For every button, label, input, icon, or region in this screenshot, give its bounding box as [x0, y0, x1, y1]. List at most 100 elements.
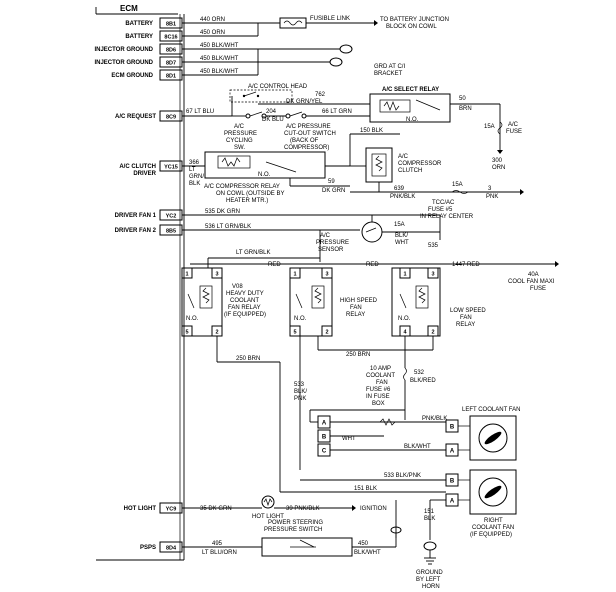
- to-battery-label-2: BLOCK ON COWL: [386, 24, 437, 30]
- terminal: 5: [185, 330, 188, 336]
- ac-pressure-sensor: A/C PRESSURE SENSOR 15A BLK/ WHT 535: [316, 215, 441, 253]
- ecm-pin: 8D1: [166, 74, 176, 80]
- circuit-name: HOT LIGHT: [124, 506, 157, 512]
- high-label-1: HIGH SPEED: [340, 298, 378, 304]
- terminal: C: [322, 449, 327, 455]
- wire-39: 39 PNK/BLK: [286, 506, 320, 512]
- fusible-link-group: FUSIBLE LINK TO BATTERY JUNCTION BLOCK O…: [279, 16, 449, 30]
- ecm-row-injector-ground-2: INJECTOR GROUND 8D7 450 BLK/WHT: [94, 56, 258, 68]
- cutout-label-4: COMPRESSOR): [284, 145, 329, 151]
- circuit-name: BATTERY: [125, 34, 153, 40]
- fuse10-label-2: COOLANT: [366, 373, 395, 379]
- wire-label: 450 BLK/WHT: [200, 43, 239, 49]
- fan-icon: [478, 477, 508, 507]
- ecm-block: ECM: [95, 4, 185, 561]
- circuit-name: INJECTOR GROUND: [94, 60, 153, 66]
- wire-brn: BRN: [459, 106, 472, 112]
- cycling-label-1: A/C: [234, 124, 245, 130]
- wire-533: 533: [294, 382, 305, 388]
- ground-eyelet: [423, 541, 437, 551]
- tcc-label-1: TCC/AC: [432, 200, 455, 206]
- terminal: A: [450, 499, 455, 505]
- ecm-row-driver-fan-1: DRIVER FAN 1 YC2 535 DK GRN: [115, 209, 440, 221]
- ecm-pin: YC2: [166, 214, 177, 220]
- conn-pnkblk: PNK/BLK: [422, 416, 447, 422]
- sensor-label-2: PRESSURE: [316, 240, 349, 246]
- power-steering-pressure-switch: POWER STEERING PRESSURE SWITCH 450 BLK/W…: [261, 500, 402, 557]
- terminal: 5: [293, 330, 296, 336]
- right-fan-label-1: RIGHT: [484, 518, 503, 524]
- wire-3: 3: [488, 186, 492, 192]
- terminal: 4: [403, 330, 407, 336]
- wire-533b: 533 BLK/PNK: [384, 473, 421, 479]
- wire-label: LT BLU/ORN: [202, 550, 237, 556]
- ecm-pin: 8D7: [166, 61, 176, 67]
- ground-eyelets: GRD AT C/I BRACKET: [258, 44, 405, 77]
- terminal: 3: [325, 272, 328, 278]
- ac-select-relay: A/C SELECT RELAY N.O. 50 BRN 15A A/C FUS…: [369, 87, 522, 171]
- wire-pnkblk: PNK/BLK: [390, 194, 415, 200]
- comp-relay-label-2: ON COWL (OUTSIDE BY: [216, 191, 284, 197]
- low-label-2: FAN: [460, 315, 472, 321]
- conn-wht: WHT: [342, 436, 356, 442]
- cutout-label-1: A/C PRESSURE: [286, 124, 331, 130]
- terminal: 1: [293, 272, 296, 278]
- circuit-name: ECM GROUND: [111, 73, 153, 79]
- ground-left-horn: 151 BLK GROUND BY LEFT HORN: [416, 509, 443, 590]
- wire-label: 450 ORN: [200, 30, 225, 36]
- wire-pnk: PNK: [486, 194, 498, 200]
- clutch-label-1: A/C: [398, 154, 409, 160]
- wire-label: 535 DK GRN: [205, 209, 240, 215]
- comp-relay-label-3: HEATER MTR.): [226, 198, 268, 204]
- fuse10-label-5: IN FUSE: [366, 394, 390, 400]
- wire-red-2: RED: [366, 262, 379, 268]
- right-fan-label-3: (IF EQUIPPED): [470, 532, 512, 538]
- gnd-151: 151: [424, 509, 435, 515]
- fuse10-label-4: FUSE #6: [366, 387, 391, 393]
- wire-450: 450: [358, 541, 369, 547]
- circuit-name: BATTERY: [125, 21, 153, 27]
- cycling-label-3: CYCLING: [226, 138, 253, 144]
- low-speed-fan-relay: 1 3 4 2 N.O. LOW SPEED FAN RELAY: [391, 267, 486, 368]
- wire-dkblu: DK BLU: [262, 117, 284, 123]
- relay-output-wiring: 250 BRN 250 BRN 533 BLK/ PNK 10 AMP COOL…: [217, 349, 436, 420]
- hot-light-circuit: HOT LIGHT 39 PNK/BLK IGNITION: [252, 495, 387, 520]
- ecm-pin: 8D6: [166, 48, 176, 54]
- wire-label: GRN/: [189, 174, 204, 180]
- cutout-label-2: CUT-OUT SWITCH: [284, 131, 336, 137]
- wire-450b: BLK/WHT: [354, 550, 381, 556]
- v08-label-2: HEAVY DUTY: [226, 291, 264, 297]
- v08-no: N.O.: [186, 316, 199, 322]
- tcc-label-2: FUSE #5: [428, 207, 453, 213]
- fuse10-label-3: FAN: [376, 380, 388, 386]
- sensor-label-3: SENSOR: [318, 247, 344, 253]
- ac-fuse-label-2: FUSE: [506, 129, 522, 135]
- grd-label-1: GRD AT C/I: [374, 64, 405, 70]
- ecm-pin: 8B1: [166, 22, 176, 28]
- fan-icon: [478, 423, 508, 453]
- wire-lt-grn-blk: LT GRN/BLK: [236, 250, 270, 256]
- sensor-wire-2: WHT: [395, 240, 409, 246]
- ecm-pin: YC9: [166, 507, 177, 513]
- psps-label-1: POWER STEERING: [268, 520, 323, 526]
- right-coolant-fan: RIGHT COOLANT FAN (IF EQUIPPED): [458, 469, 517, 538]
- low-label-3: RELAY: [456, 322, 475, 328]
- ac-control-circuit: A/C CONTROL HEAD 762 DK GRN/YEL 204 DK B…: [224, 84, 370, 151]
- left-fan-label: LEFT COOLANT FAN: [462, 407, 520, 413]
- terminal: 2: [215, 330, 218, 336]
- wire-label: 35 DK GRN: [200, 506, 232, 512]
- heavy-duty-fan-relay: 1 3 5 2 N.O. V08 HEAVY DUTY COOLANT FAN …: [181, 267, 266, 362]
- ecm-title: ECM: [120, 4, 138, 13]
- ac-compressor-relay: N.O. A/C COMPRESSOR RELAY ON COWL (OUTSI…: [204, 151, 350, 204]
- cycling-label-2: PRESSURE: [224, 131, 257, 137]
- ecm-pin: 8C16: [164, 35, 177, 41]
- wire-250a: 250 BRN: [236, 356, 260, 362]
- cycling-label-4: SW.: [234, 145, 245, 151]
- high-no: N.O.: [294, 316, 307, 322]
- wire-535: 535: [428, 243, 439, 249]
- terminal: 3: [215, 272, 218, 278]
- wire-532: 532: [414, 370, 425, 376]
- wire-50: 50: [459, 96, 466, 102]
- ignition-label: IGNITION: [360, 506, 387, 512]
